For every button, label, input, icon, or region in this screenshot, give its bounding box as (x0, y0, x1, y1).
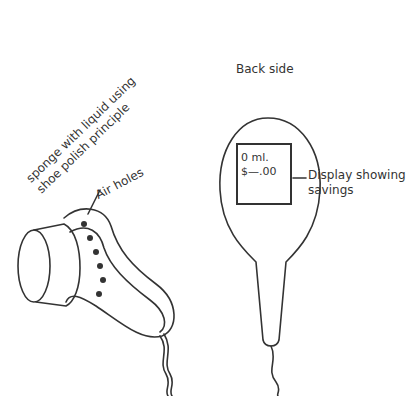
display-screen: 0 ml.$—.00 (236, 143, 292, 205)
display-text: $—.00 (241, 165, 287, 179)
cord (164, 334, 172, 396)
leader-line (293, 177, 306, 179)
cord (271, 346, 279, 396)
sponge-face (18, 230, 50, 302)
air-holes (81, 221, 106, 297)
annotation: Air holes (93, 152, 171, 203)
view-title: Back side (236, 62, 326, 77)
display-text: 0 ml. (241, 151, 287, 165)
sponge (34, 224, 80, 306)
device-back (220, 118, 320, 346)
device-body-edge (70, 228, 165, 332)
annotation: Display showing savings (308, 168, 408, 198)
